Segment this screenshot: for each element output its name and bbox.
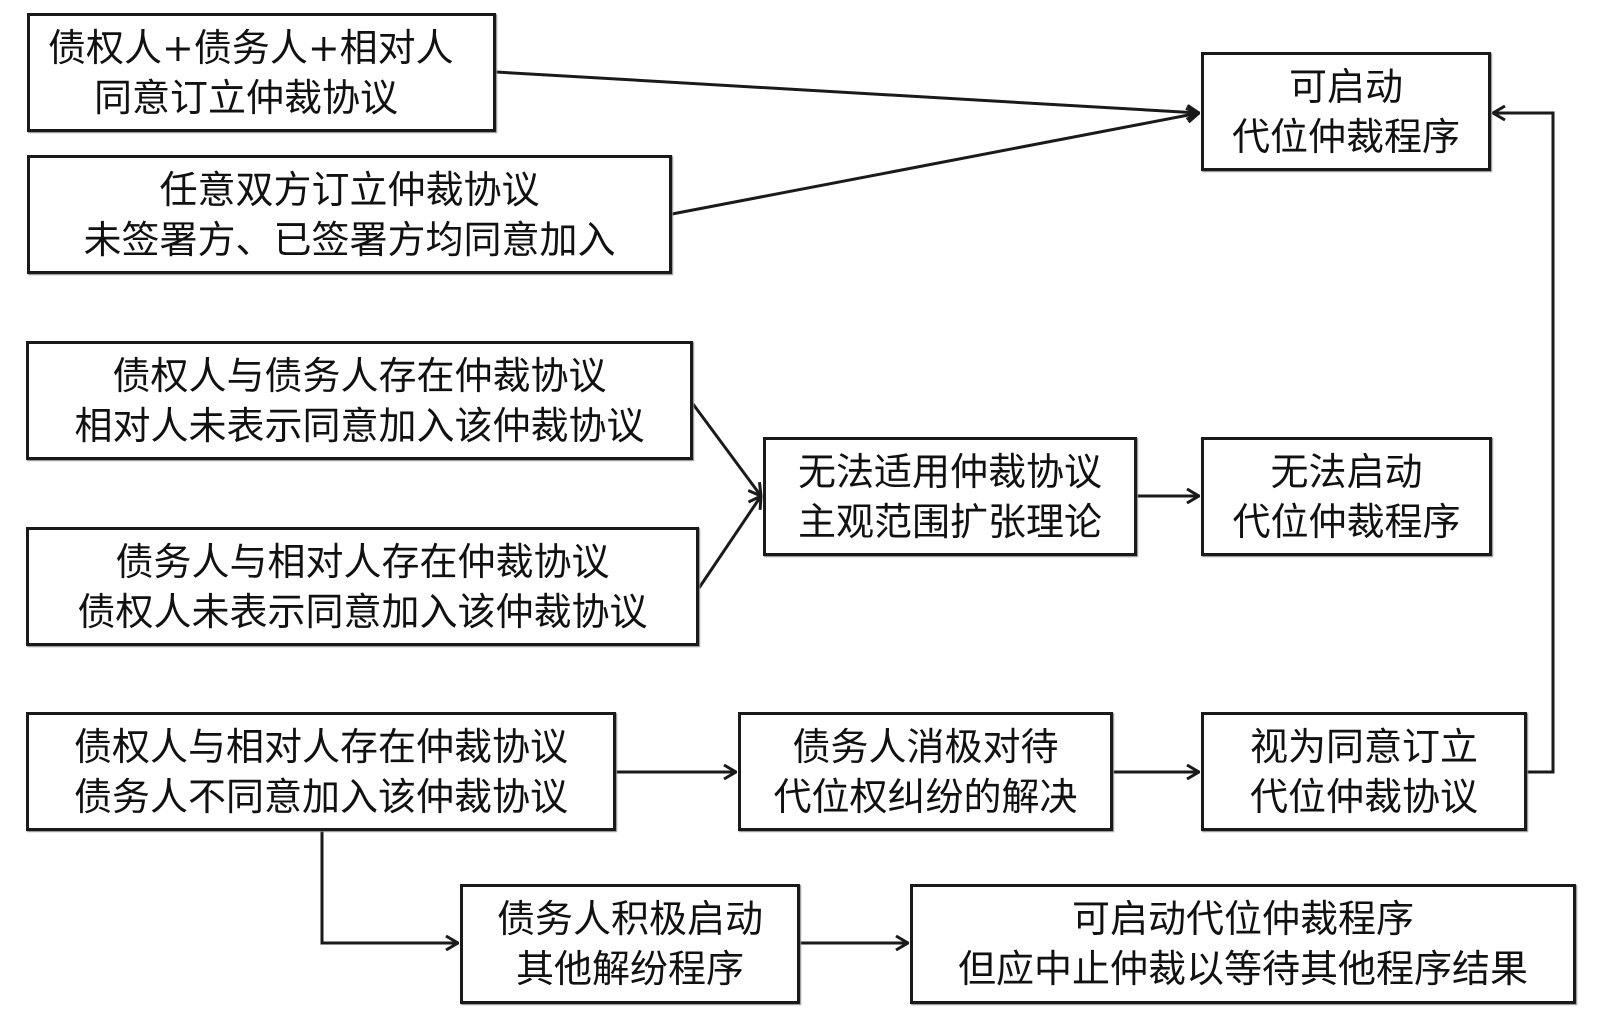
node-text-line: 债权人+债务人+相对人 bbox=[48, 25, 454, 70]
node-text-line: 但应中止仲裁以等待其他程序结果 bbox=[957, 947, 1528, 991]
node-text-line: 代位仲裁协议 bbox=[1249, 774, 1478, 819]
node-any-two-parties-agreement: 任意双方订立仲裁协议 未签署方、已签署方均同意加入 bbox=[27, 155, 672, 274]
node-deemed-consent: 视为同意订立 代位仲裁协议 bbox=[1201, 712, 1527, 831]
node-text-line: 债权人未表示同意加入该仲裁协议 bbox=[77, 589, 648, 634]
node-text-line: 债务人消极对待 bbox=[792, 724, 1059, 769]
node-text-line: 债务人与相对人存在仲裁协议 bbox=[115, 539, 610, 584]
node-cannot-start-subrogation-arbitration: 无法启动 代位仲裁程序 bbox=[1201, 437, 1492, 556]
node-text-line: 代位仲裁程序 bbox=[1232, 499, 1461, 544]
node-text-line: 无法启动 bbox=[1270, 449, 1423, 494]
node-text-line: 相对人未表示同意加入该仲裁协议 bbox=[74, 403, 645, 448]
edge-n5-n6 bbox=[697, 496, 761, 589]
node-text-line: 可启动 bbox=[1288, 64, 1403, 109]
node-text-line: 无法适用仲裁协议 bbox=[797, 449, 1102, 494]
node-start-but-suspend: 可启动代位仲裁程序 但应中止仲裁以等待其他程序结果 bbox=[910, 884, 1576, 1004]
node-text-line: 未签署方、已签署方均同意加入 bbox=[83, 217, 616, 262]
node-debtor-counterparty-agreement: 债务人与相对人存在仲裁协议 债权人未表示同意加入该仲裁协议 bbox=[26, 527, 699, 646]
node-text-line: 债权人与相对人存在仲裁协议 bbox=[73, 724, 568, 769]
node-text-line: 其他解纷程序 bbox=[515, 947, 744, 991]
node-text-line: 代位仲裁程序 bbox=[1231, 114, 1460, 159]
node-text-line: 任意双方订立仲裁协议 bbox=[159, 167, 540, 212]
node-text-line: 视为同意订立 bbox=[1249, 724, 1478, 769]
node-text-line: 同意订立仲裁协议 bbox=[94, 75, 399, 120]
edge-n4-n6 bbox=[691, 403, 761, 496]
node-text-line: 代位权纠纷的解决 bbox=[773, 774, 1078, 819]
node-text-line: 主观范围扩张理论 bbox=[797, 499, 1102, 544]
node-text-line: 可启动代位仲裁程序 bbox=[1071, 897, 1414, 941]
edge-n8-n11 bbox=[320, 831, 458, 943]
node-creditor-debtor-agreement: 债权人与债务人存在仲裁协议 相对人未表示同意加入该仲裁协议 bbox=[26, 341, 693, 460]
node-debtor-active: 债务人积极启动 其他解纷程序 bbox=[460, 884, 800, 1004]
node-can-start-subrogation-arbitration: 可启动 代位仲裁程序 bbox=[1201, 52, 1491, 171]
node-all-parties-agree: 债权人+债务人+相对人 同意订立仲裁协议 bbox=[27, 13, 496, 132]
edge-n1-n3 bbox=[495, 70, 1199, 113]
node-debtor-passive: 债务人消极对待 代位权纠纷的解决 bbox=[738, 712, 1113, 831]
node-text-line: 债权人与债务人存在仲裁协议 bbox=[112, 353, 607, 398]
edge-n2-n3 bbox=[671, 113, 1199, 216]
node-text-line: 债务人积极启动 bbox=[496, 897, 763, 941]
node-cannot-apply-extension-theory: 无法适用仲裁协议 主观范围扩张理论 bbox=[763, 437, 1137, 556]
edge-n10-n3 bbox=[1493, 113, 1555, 774]
node-text-line: 债务人不同意加入该仲裁协议 bbox=[73, 774, 568, 819]
node-creditor-counterparty-agreement: 债权人与相对人存在仲裁协议 债务人不同意加入该仲裁协议 bbox=[26, 712, 616, 831]
